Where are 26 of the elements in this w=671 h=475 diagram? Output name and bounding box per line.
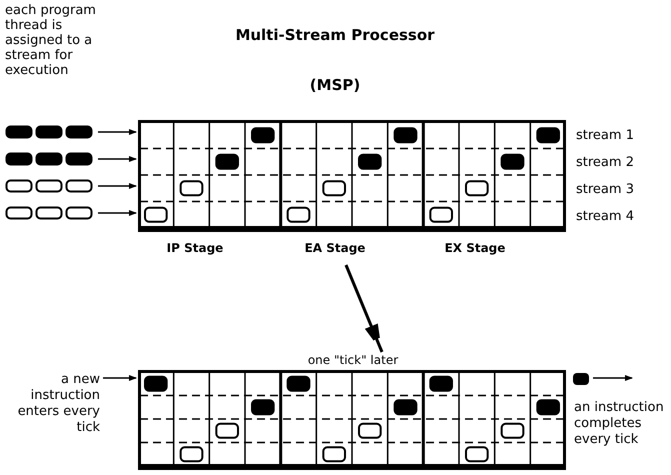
stream-label: stream 3 — [576, 183, 635, 197]
pipeline-grid-drawing — [138, 120, 566, 232]
instruction-token — [572, 372, 590, 386]
stage-label: EA Stage — [304, 241, 366, 255]
arrow — [593, 375, 633, 381]
note-text: each program thread is assigned to a stream for execution — [5, 3, 97, 78]
arrow — [98, 183, 137, 189]
arrow — [98, 129, 137, 135]
stage-label: IP Stage — [166, 241, 224, 255]
instruction-tokens — [5, 206, 95, 220]
stream-label: stream 2 — [576, 156, 635, 170]
caption-text: one "tick" later — [306, 353, 400, 367]
arrow — [98, 210, 137, 216]
arrow — [98, 156, 137, 162]
note-text: a new instruction enters every tick — [0, 372, 100, 436]
arrow — [344, 264, 384, 353]
stream-label: stream 4 — [576, 210, 635, 224]
instruction-tokens — [5, 125, 95, 139]
instruction-tokens — [5, 152, 95, 166]
arrow — [103, 375, 137, 381]
stream-label: stream 1 — [576, 129, 635, 143]
pipeline-grid-drawing — [138, 370, 566, 470]
instruction-tokens — [5, 179, 95, 193]
note-text: an instruction completes every tick — [574, 400, 665, 448]
stage-label: EX Stage — [444, 241, 506, 255]
diagram-title: Multi-Stream Processor (MSP) — [235, 25, 435, 96]
